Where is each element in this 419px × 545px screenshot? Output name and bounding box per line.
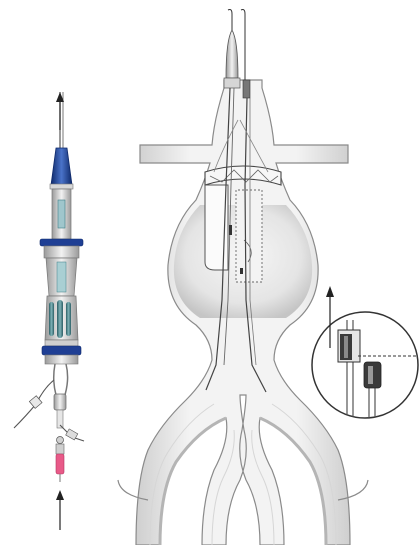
arrow-up-icon [56,490,64,530]
delivery-catheter-icon [14,92,84,482]
magnified-marker-detail-icon [312,312,418,420]
